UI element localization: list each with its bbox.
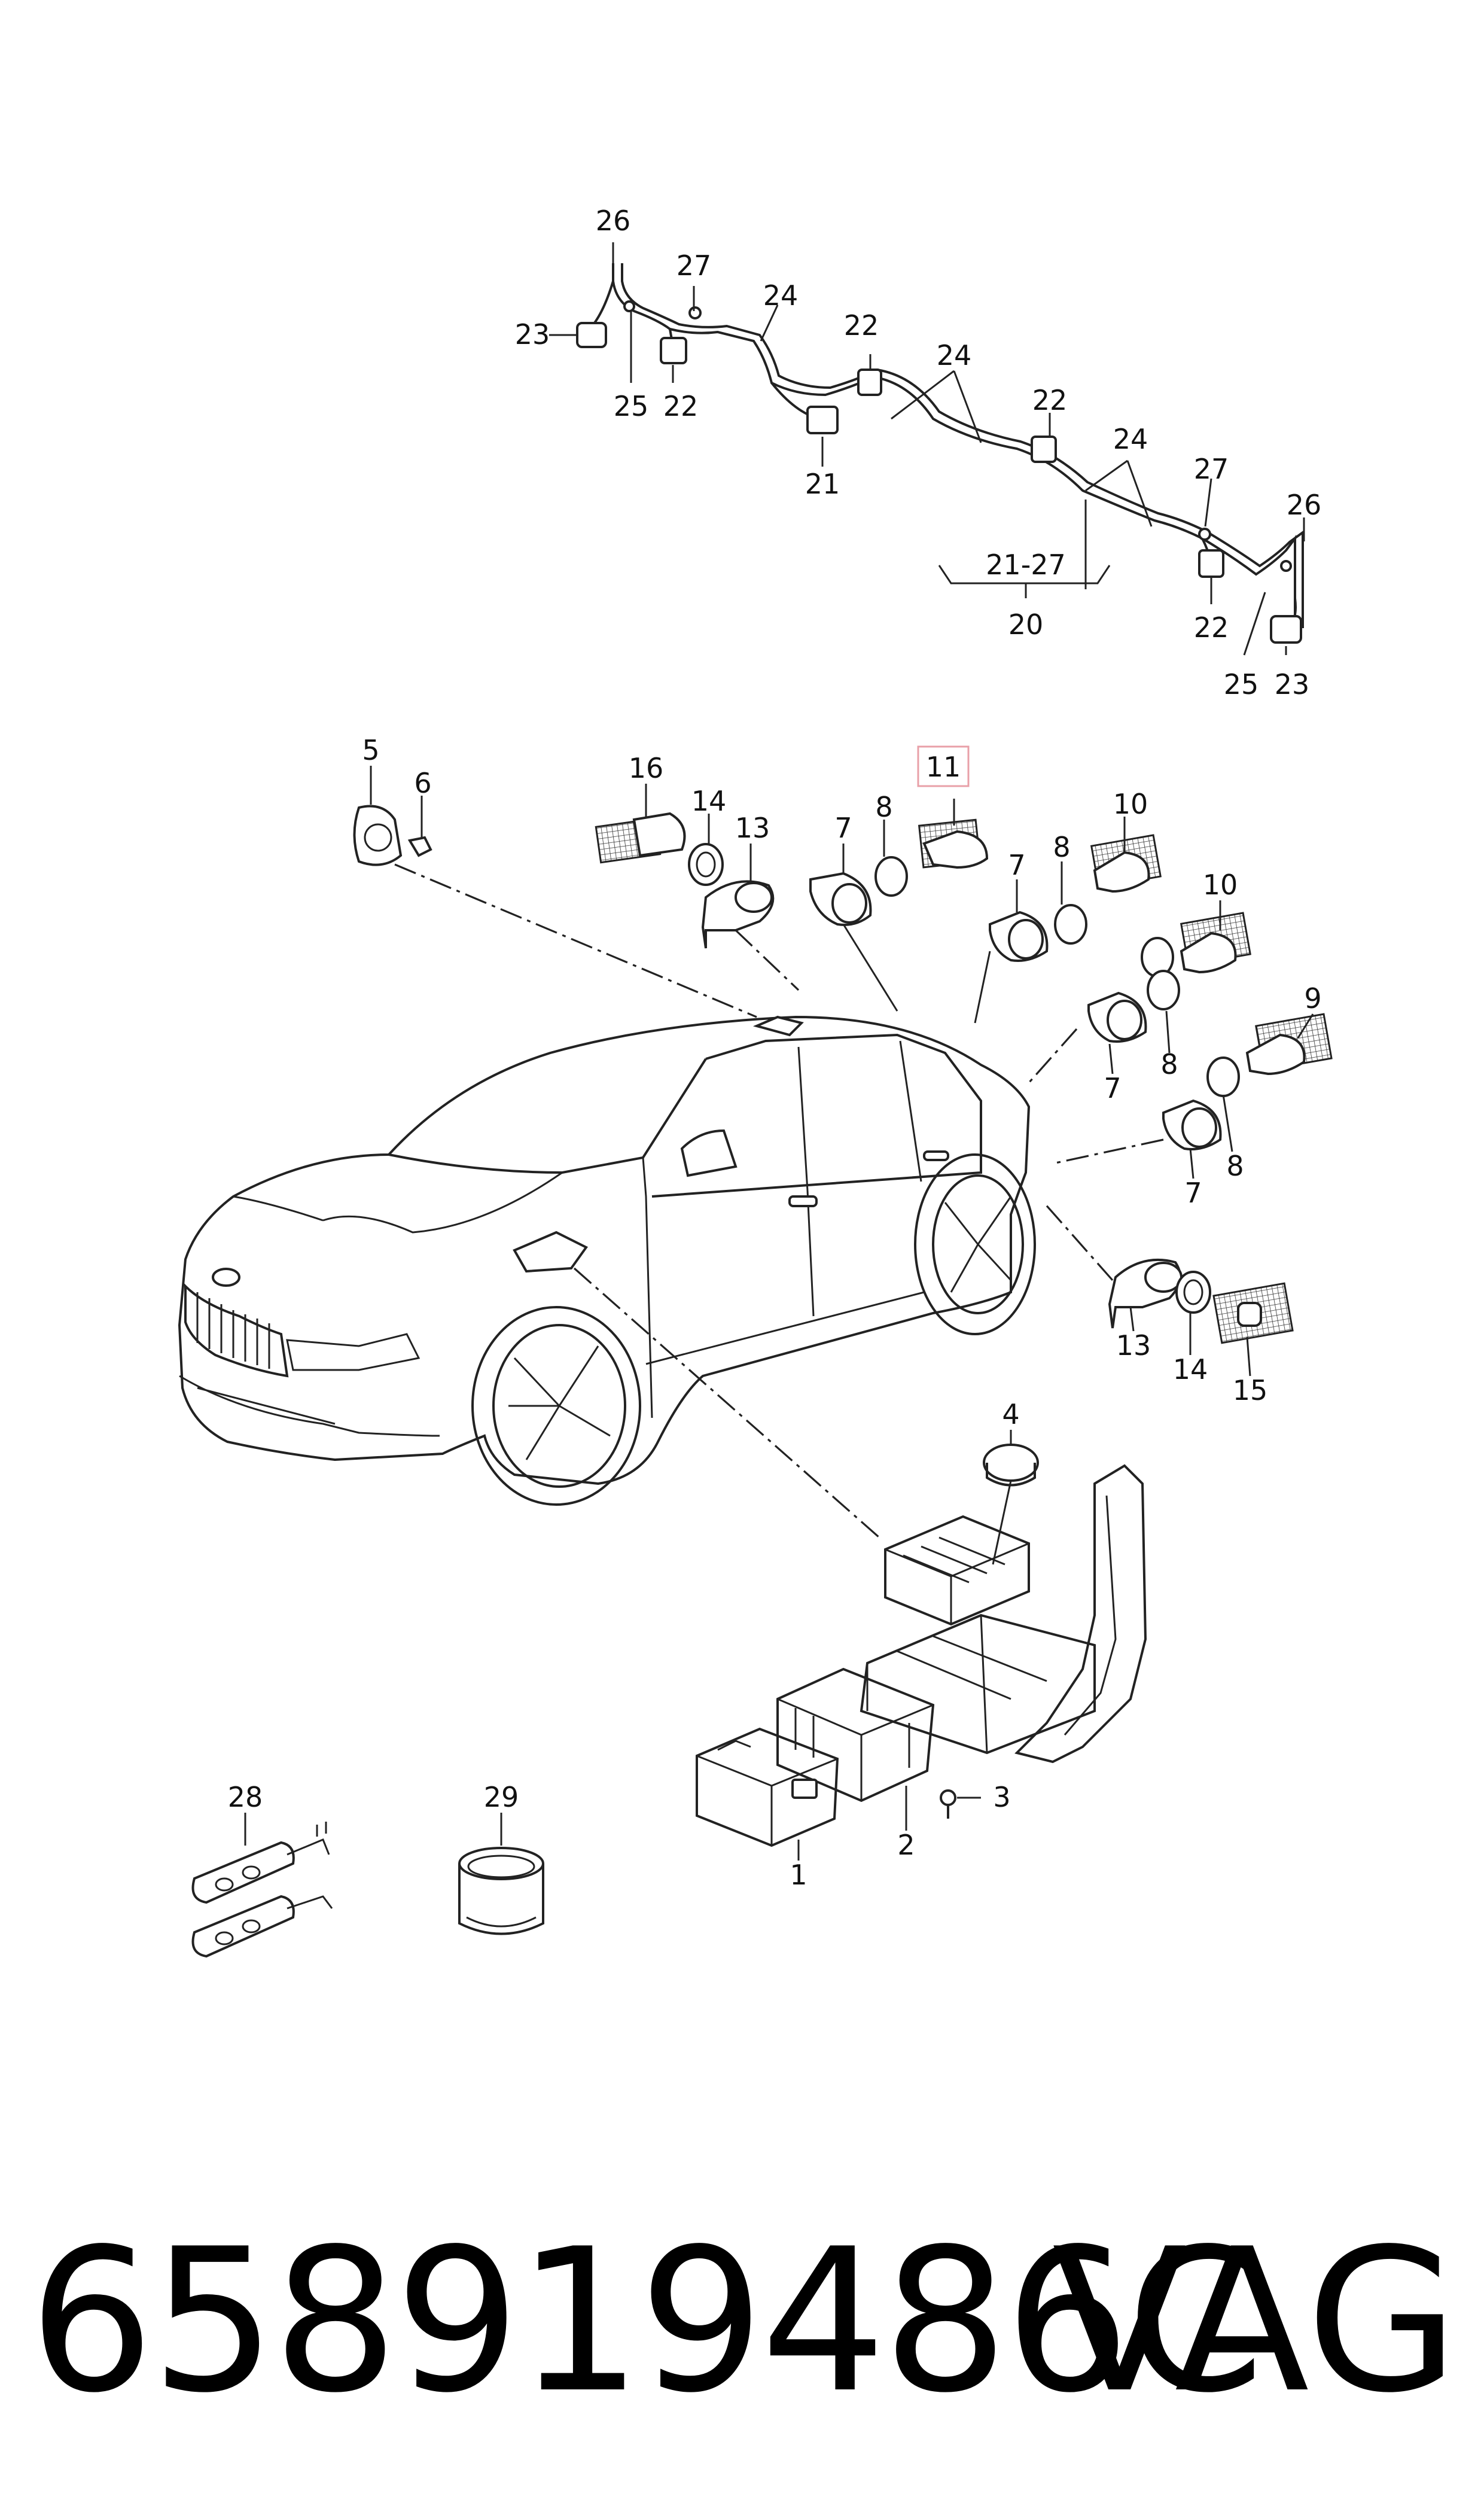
label-21-27: 21-27 [986,549,1066,581]
connector-23-left [576,322,607,348]
footer: 658919486C VAG [0,2208,1484,2435]
diagram-svg: 26 27 24 23 22 24 25 22 22 24 21 27 26 2… [178,205,1333,1958]
label-20: 20 [1008,608,1044,641]
connector-23-right [1270,615,1302,644]
label-25-left: 25 [614,390,649,422]
part-28-sleeves [191,1813,333,1958]
connector-21 [806,406,839,434]
sensor-cluster [353,766,1333,1539]
label-10-b: 10 [1203,869,1238,901]
part-29-tape [458,1813,544,1935]
callout-labels: 26 27 24 23 22 24 25 22 22 24 21 27 26 2… [228,205,1322,1891]
label-8-c: 8 [1160,1048,1178,1080]
highlight-box-part-11 [917,745,970,787]
label-22-b: 22 [663,390,699,422]
label-8-d: 8 [1226,1150,1244,1182]
label-29: 29 [484,1781,519,1813]
label-11: 11 [926,751,961,783]
label-9: 9 [1304,982,1321,1015]
label-13-upper: 13 [735,812,770,844]
label-15: 15 [1233,1374,1268,1406]
label-22-d: 22 [1194,611,1229,644]
label-25-right: 25 [1224,668,1259,701]
label-22-c: 22 [1032,384,1068,416]
label-26-right: 26 [1287,489,1322,521]
label-7-c: 7 [1104,1072,1121,1104]
label-24-a: 24 [763,279,799,312]
label-5: 5 [362,734,379,766]
brand-name: VAG [1052,2206,1459,2436]
label-3: 3 [993,1781,1010,1813]
label-27-right: 27 [1194,453,1229,485]
label-21: 21 [805,468,840,500]
label-24-b: 24 [937,339,972,372]
label-8-b: 8 [1053,831,1070,863]
label-26-left: 26 [596,205,631,237]
label-22-a: 22 [844,309,879,342]
label-4: 4 [1002,1398,1019,1430]
connector-22-b [857,369,882,396]
label-1: 1 [790,1859,807,1891]
label-14-lower: 14 [1173,1353,1208,1386]
connector-22-d [1198,549,1224,578]
label-27-left: 27 [677,249,712,282]
label-7-b: 7 [1008,849,1025,881]
label-7-d: 7 [1184,1177,1202,1209]
label-23-left: 23 [515,318,550,351]
label-8-a: 8 [875,791,892,823]
connector-22-a [660,337,687,364]
label-6: 6 [414,767,431,799]
car-outline [178,1015,1036,1506]
connector-22-c [1031,436,1057,463]
label-23-right: 23 [1275,668,1310,701]
label-2: 2 [897,1829,915,1861]
wiring-harness [549,242,1305,656]
label-14-upper: 14 [691,785,727,817]
label-10-a: 10 [1113,788,1148,820]
label-7-a: 7 [834,812,852,844]
part-number: 658919486C [29,2206,1264,2436]
label-13-lower: 13 [1116,1329,1151,1362]
label-28: 28 [228,1781,263,1813]
label-16: 16 [629,752,664,784]
label-24-c: 24 [1113,423,1148,455]
control-unit-assembly [696,1430,1147,1861]
